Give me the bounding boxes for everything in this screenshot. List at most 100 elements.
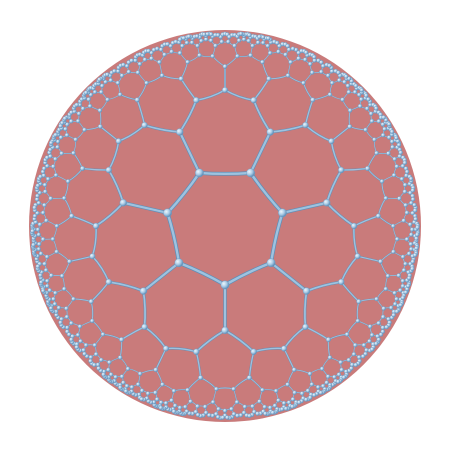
- tiling-vertex: [410, 197, 416, 202]
- tiling-vertex: [64, 306, 69, 311]
- tiling-vertex: [38, 273, 43, 278]
- tiling-vertex: [351, 351, 357, 357]
- tiling-vertex: [83, 342, 89, 348]
- tiling-edge: [330, 125, 351, 142]
- tiling-vertex: [403, 202, 408, 208]
- tiling-vertex: [231, 411, 237, 417]
- tiling-vertex: [101, 372, 106, 377]
- tiling-vertex: [246, 38, 251, 43]
- tiling-vertex: [283, 406, 289, 411]
- tiling-vertex: [400, 163, 405, 169]
- tiling-vertex: [356, 355, 362, 360]
- tiling-vertex: [65, 179, 71, 184]
- tiling-vertex: [113, 374, 118, 380]
- tiling-vertex: [163, 345, 169, 352]
- tiling-vertex: [105, 166, 112, 174]
- tiling-edge: [122, 201, 169, 214]
- tiling-vertex: [383, 195, 388, 201]
- tiling-vertex: [123, 389, 129, 394]
- tiling-vertex: [74, 345, 79, 350]
- tiling-vertex: [279, 406, 285, 412]
- tiling-vertex: [169, 398, 174, 403]
- tiling-vertex: [391, 172, 397, 178]
- tiling-vertex: [399, 176, 405, 182]
- tiling-vertex: [410, 210, 415, 216]
- tiling-vertex: [97, 124, 103, 129]
- tiling-vertex: [185, 387, 190, 393]
- tiling-vertex: [80, 106, 86, 111]
- tiling-vertex: [66, 332, 72, 337]
- tiling-vertex: [78, 338, 83, 344]
- tiling-vertex: [193, 348, 200, 355]
- tiling-vertex: [319, 366, 325, 371]
- tiling-vertex: [263, 411, 268, 416]
- tiling-vertex: [73, 137, 78, 142]
- tiling-vertex: [367, 338, 372, 344]
- tiling-vertex: [65, 122, 70, 127]
- tiling-vertex: [410, 259, 415, 264]
- tiling-vertex: [383, 286, 388, 292]
- tiling-vertex: [392, 290, 397, 296]
- tiling-vertex: [376, 119, 381, 124]
- tiling-vertex: [329, 69, 335, 74]
- tiling-vertex: [35, 227, 41, 232]
- tiling-vertex: [31, 242, 36, 247]
- tiling-vertex: [93, 351, 99, 357]
- tiling-vertex: [327, 63, 332, 68]
- tiling-vertex: [216, 406, 221, 412]
- tiling-vertex: [157, 59, 162, 65]
- tiling-vertex: [250, 348, 257, 355]
- tiling-vertex: [409, 232, 414, 237]
- tiling-vertex: [343, 74, 349, 79]
- tiling-vertex: [319, 69, 324, 74]
- tiling-vertex: [36, 246, 41, 252]
- tiling-vertex: [241, 37, 247, 42]
- tiling-vertex: [235, 413, 240, 418]
- tiling-vertex: [48, 196, 53, 201]
- tiling-vertex: [69, 213, 75, 219]
- tiling-vertex: [69, 320, 74, 326]
- tiling-vertex: [45, 163, 50, 169]
- tiling-vertex: [139, 388, 145, 393]
- tiling-vertex: [118, 385, 123, 390]
- tiling-vertex: [406, 251, 412, 256]
- tiling-vertex: [379, 179, 385, 184]
- tiling-vertex: [319, 60, 324, 65]
- tiling-vertex: [380, 122, 385, 127]
- tiling-vertex: [389, 129, 395, 134]
- tiling-vertex: [235, 53, 240, 59]
- tiling-vertex: [408, 176, 414, 181]
- tiling-vertex: [232, 43, 237, 48]
- tiling-vertex: [37, 222, 43, 227]
- tiling-vertex: [345, 83, 351, 88]
- tiling-vertex: [51, 296, 56, 302]
- tiling-vertex: [137, 371, 143, 376]
- tiling-vertex: [403, 261, 408, 267]
- tiling-vertex: [310, 97, 316, 103]
- tiling-vertex: [380, 314, 386, 320]
- tiling-vertex: [62, 116, 67, 121]
- tiling-vertex: [126, 69, 131, 74]
- tiling-vertex: [115, 80, 121, 86]
- tiling-vertex: [278, 208, 287, 218]
- tiling-vertex: [76, 111, 82, 116]
- tiling-vertex: [35, 210, 40, 216]
- tiling-vertex: [414, 246, 419, 251]
- tiling-vertex: [257, 399, 262, 404]
- tiling-edge: [249, 130, 272, 174]
- tiling-vertex: [92, 222, 100, 230]
- tiling-vertex: [329, 80, 335, 86]
- tiling-vertex: [359, 87, 364, 93]
- tiling-vertex: [42, 202, 47, 208]
- tiling-vertex: [248, 53, 253, 58]
- tiling-vertex: [193, 97, 200, 104]
- tiling-vertex: [359, 97, 364, 102]
- tiling-vertex: [246, 168, 255, 178]
- tiling-vertex: [63, 126, 68, 132]
- tiling-vertex: [177, 405, 183, 410]
- tiling-vertex: [337, 78, 342, 83]
- tiling-vertex: [154, 46, 160, 51]
- tiling-vertex: [266, 76, 272, 82]
- tiling-vertex: [117, 92, 123, 97]
- tiling-vertex: [51, 164, 56, 169]
